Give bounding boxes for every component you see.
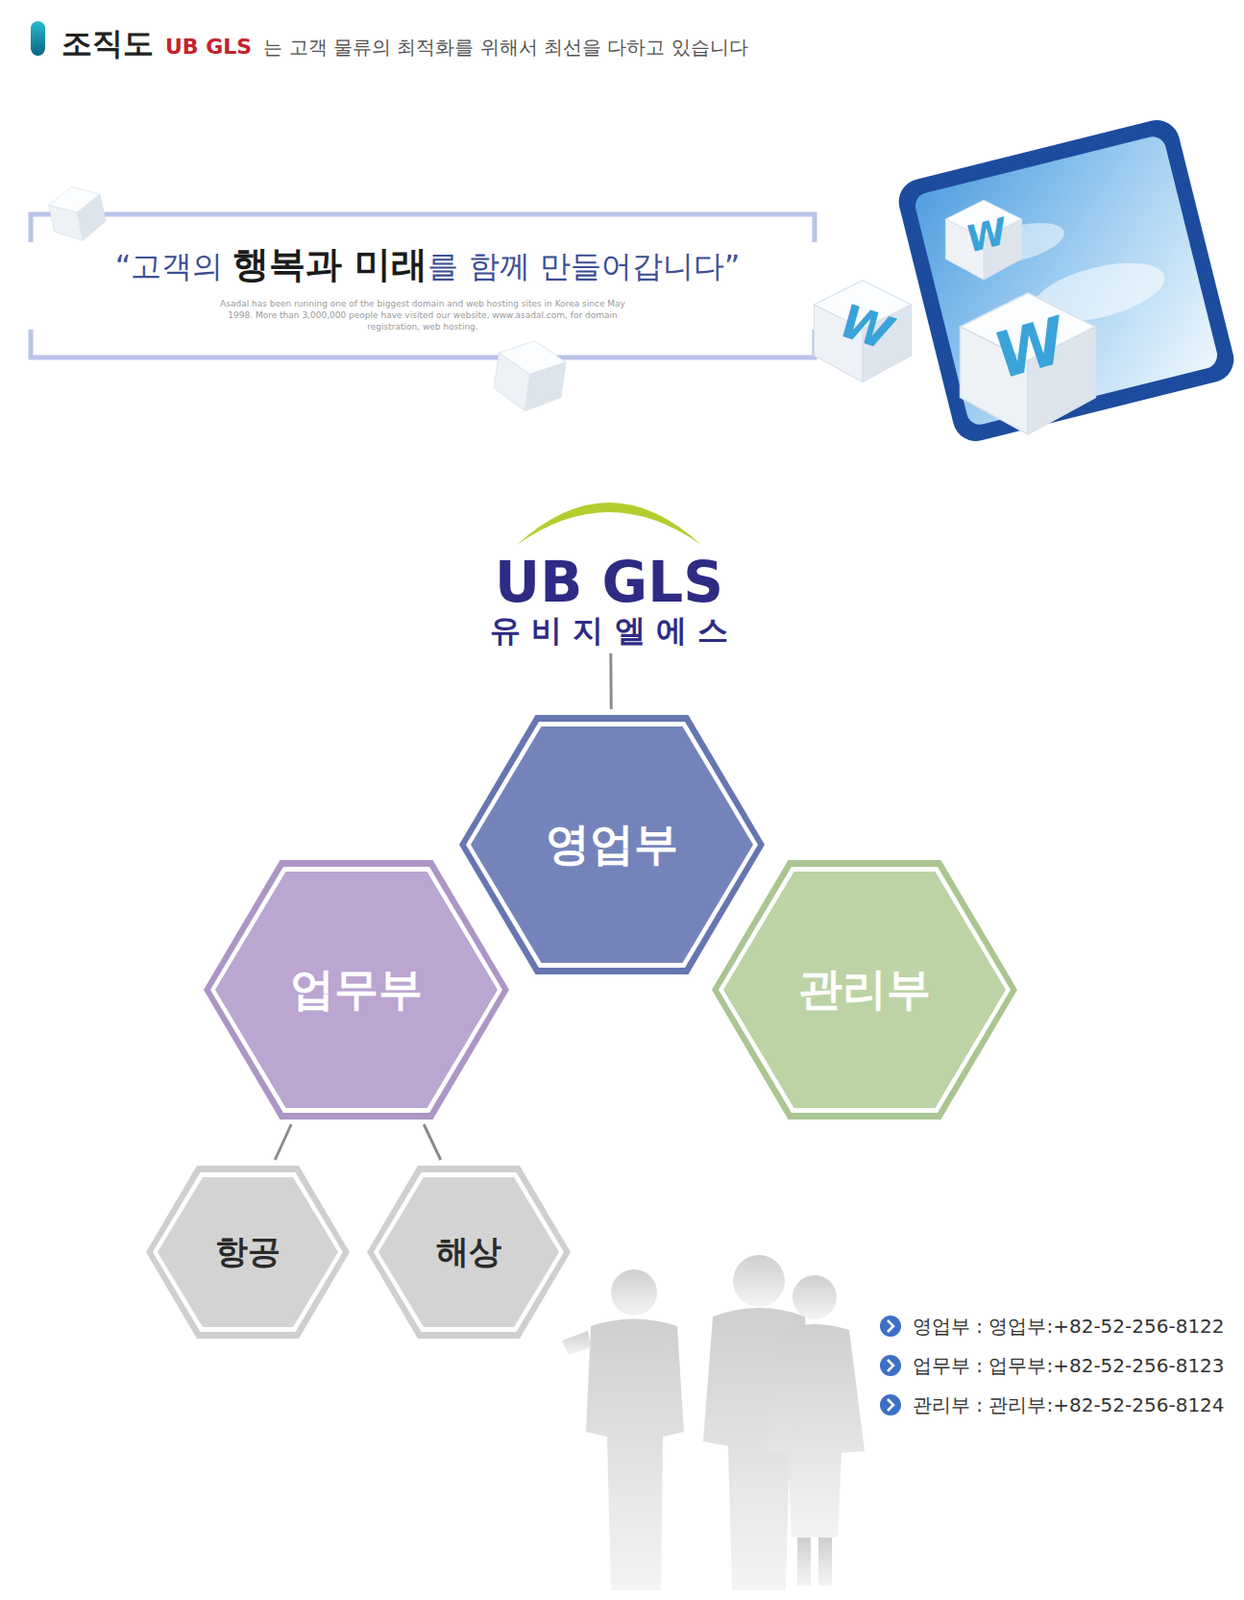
slogan: “고객의 (115, 245, 224, 289)
hexagon-gap (373, 1171, 564, 1332)
hexagon-gap (465, 721, 758, 968)
hexagon-ring (366, 1165, 571, 1339)
small-cube (491, 336, 569, 416)
contact-line: 업무부 : 업무부:+82-52-256-8123 (912, 1352, 1225, 1379)
slogan: 행복과 미래 (232, 240, 428, 290)
team-hexagon: 항공 (146, 1165, 350, 1339)
contact-bullets (879, 1315, 902, 1415)
hexagon-ring (203, 859, 510, 1120)
department-name: 업무부 (290, 959, 423, 1020)
w-cube (945, 199, 1022, 280)
department-hexagon: 관리부 (711, 859, 1018, 1120)
quote-row: “고객의행복과 미래를 함께 만들어갑니다” (38, 240, 817, 290)
subtitle: 는 고객 물류의 최적화를 위해서 최선을 다하고 있습니다 (263, 34, 749, 61)
cube-letter: W (962, 212, 1011, 258)
hexagon-ring (459, 714, 765, 975)
company-name: UB GLS (165, 34, 252, 59)
hexagon-gap (152, 1171, 343, 1332)
hexagon-fill (215, 871, 498, 1108)
company-logo: UB GLS유 비 지 엘 에 스 (455, 485, 763, 649)
heading-row: 조직도 UB GLS 는 고객 물류의 최적화를 위해서 최선을 다하고 있습니다 (61, 23, 749, 66)
hexagon-fill (157, 1176, 339, 1327)
logo-korean: 유 비 지 엘 에 스 (489, 611, 729, 649)
heading-icon (30, 21, 46, 56)
hexagon-fill (470, 726, 754, 963)
logo-wordmark: UB GLS (494, 552, 724, 612)
connector-line (423, 1123, 441, 1160)
page-title: 조직도 (61, 23, 154, 66)
department-name: 관리부 (798, 959, 931, 1020)
hexagon-fill (723, 871, 1006, 1108)
contact-line: 영업부 : 영업부:+82-52-256-8122 (912, 1313, 1225, 1340)
small-cube (46, 181, 109, 246)
w-cube (960, 292, 1097, 435)
logo-arc (516, 502, 702, 545)
people-silhouette (561, 1254, 865, 1590)
department-hexagon: 영업부 (459, 714, 765, 975)
hexagon-gap (718, 866, 1011, 1113)
department-name: 해상 (436, 1229, 502, 1274)
banner-frame (30, 214, 815, 358)
contact-line: 관리부 : 관리부:+82-52-256-8124 (912, 1391, 1225, 1418)
department-hexagon: 업무부 (203, 859, 510, 1120)
team-hexagon: 해상 (366, 1165, 571, 1339)
department-name: 항공 (215, 1229, 281, 1274)
hexagon-ring (146, 1165, 350, 1339)
slogan: 를 함께 만들어갑니다” (427, 245, 740, 289)
department-name: 영업부 (545, 814, 679, 875)
hexagon-gap (210, 866, 503, 1113)
connector-line (609, 653, 612, 709)
connector-line (274, 1123, 292, 1160)
w-cube (813, 280, 911, 383)
banner-note: Asadal has been running one of the bigge… (216, 297, 630, 333)
sky-frame (894, 115, 1240, 446)
hexagon-ring (711, 859, 1018, 1120)
hexagon-fill (378, 1176, 560, 1327)
